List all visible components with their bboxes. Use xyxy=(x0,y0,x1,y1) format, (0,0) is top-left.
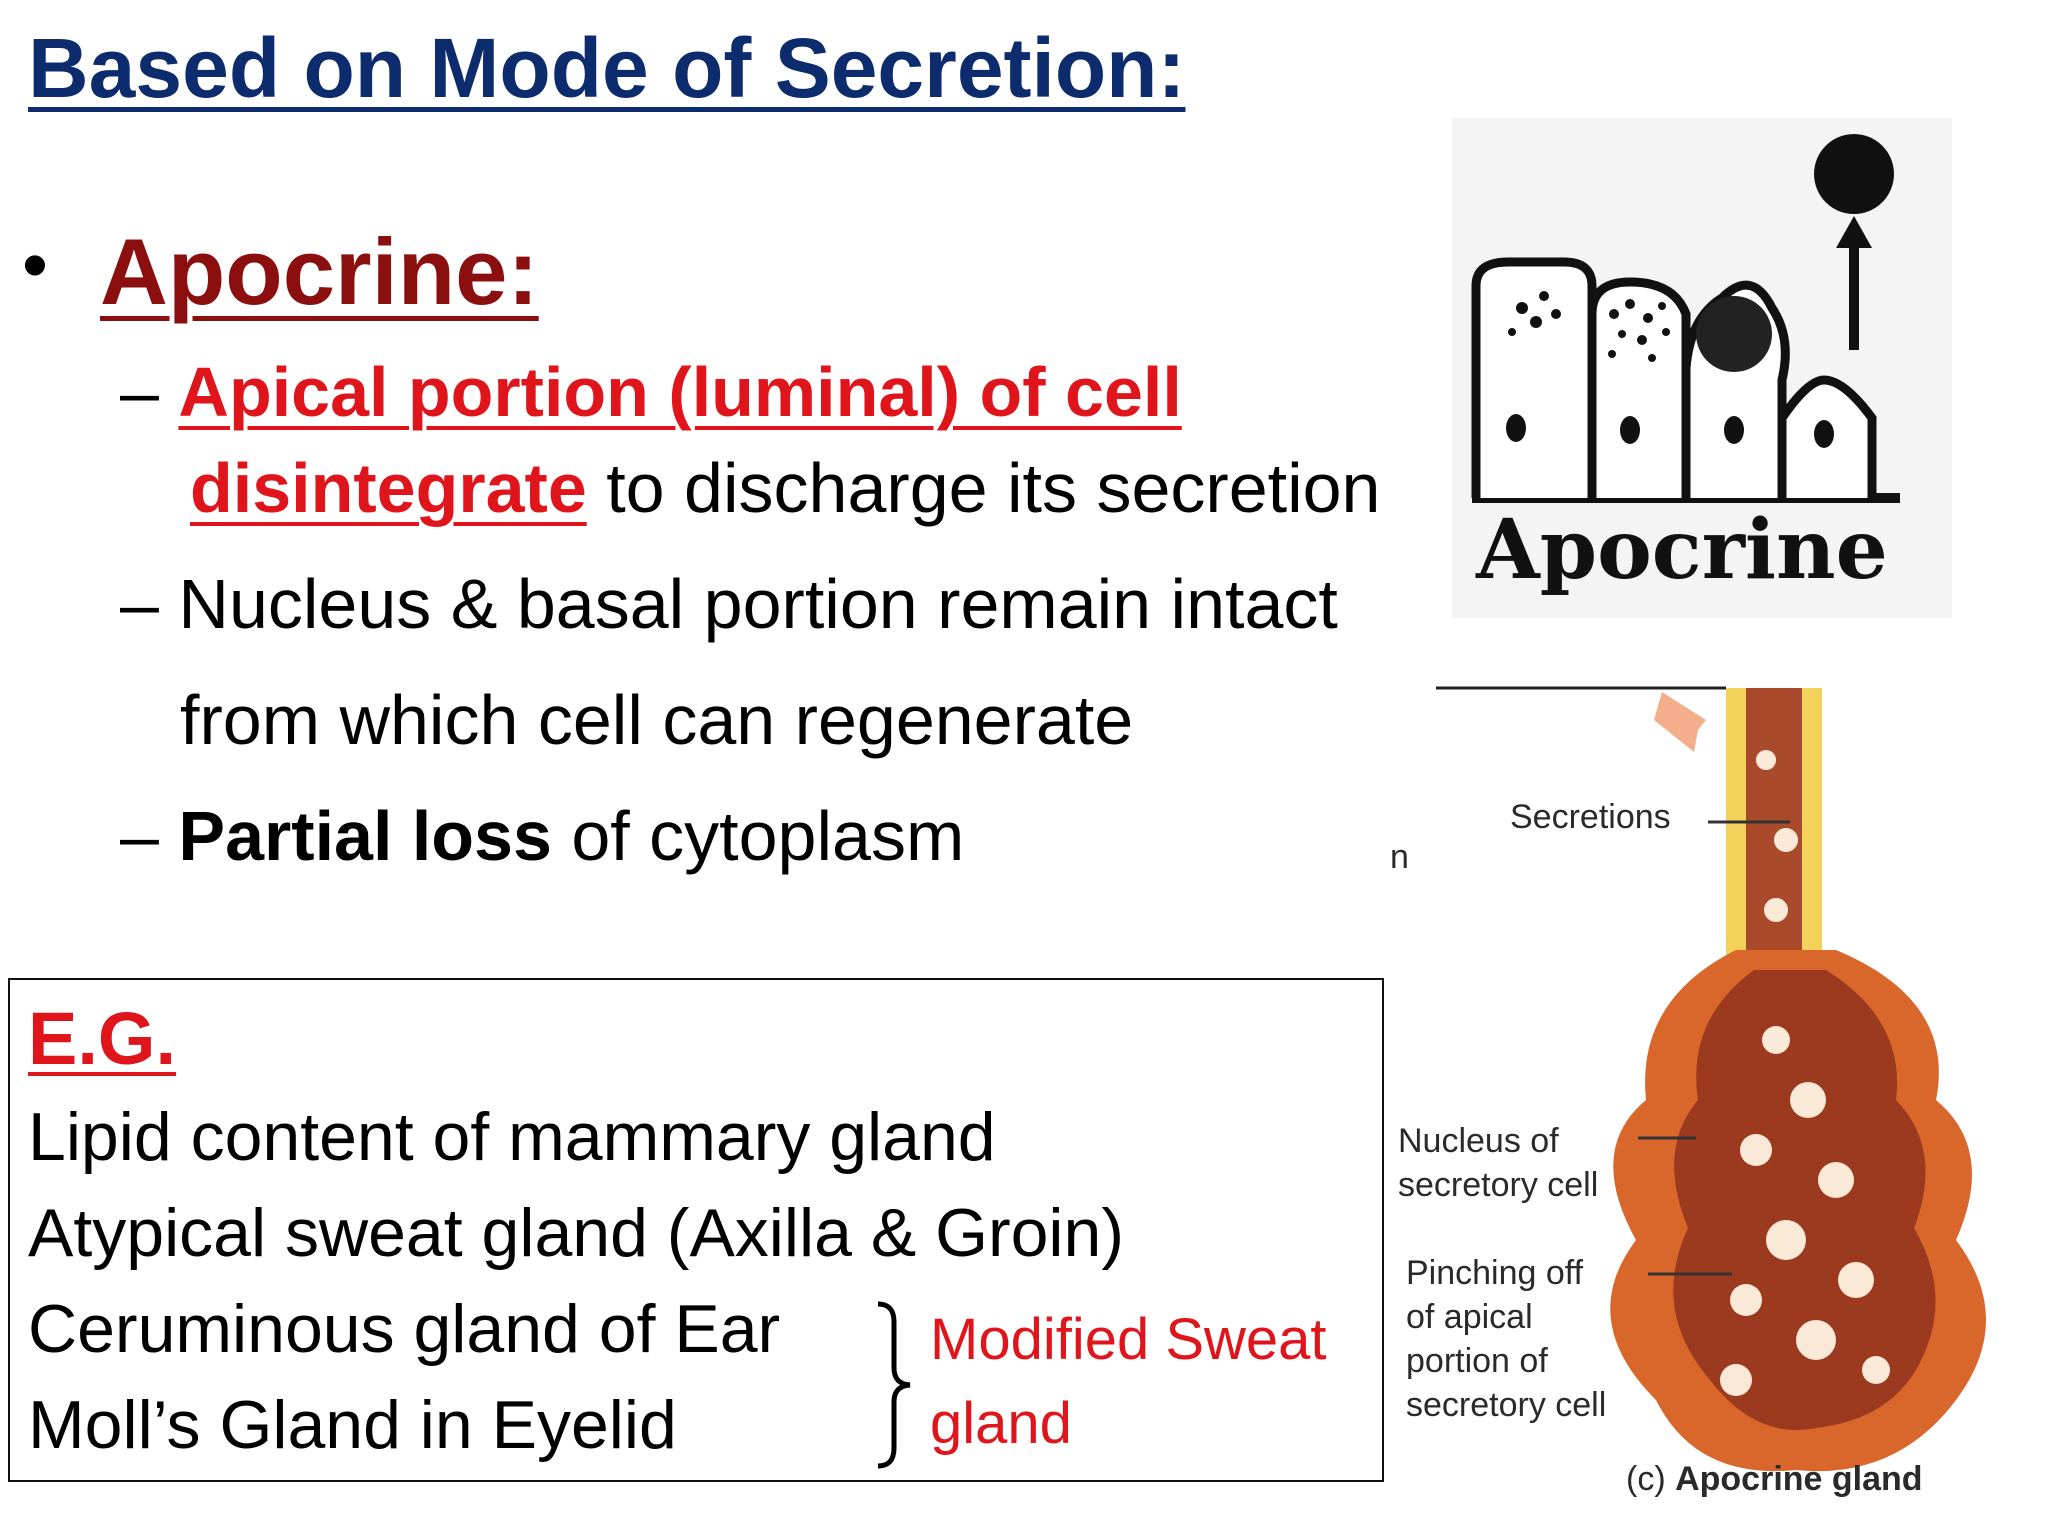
point-3-bold: Partial loss xyxy=(178,797,552,875)
pinching-label-2: of apical xyxy=(1406,1298,1533,1336)
nucleus-label-1: Nucleus of xyxy=(1398,1122,1559,1160)
apocrine-heading: Apocrine: xyxy=(100,219,539,324)
caption-text: Apocrine gland xyxy=(1675,1460,1923,1498)
example-item-2: Atypical sweat gland (Axilla & Groin) xyxy=(28,1195,1125,1271)
secretions-label: Secretions xyxy=(1510,798,1671,836)
examples-box xyxy=(8,978,1384,1482)
apocrine-cell-diagram: Apocrine xyxy=(1452,118,1952,618)
cell-2 xyxy=(1587,277,1691,498)
example-item-4: Moll’s Gland in Eyelid xyxy=(28,1387,677,1463)
page-title: Based on Mode of Secretion: xyxy=(28,21,1186,115)
apocrine-gland-illustration xyxy=(1436,686,1986,1472)
pinching-label-3: portion of xyxy=(1406,1342,1548,1380)
dash-1: – xyxy=(120,353,159,431)
point-3-rest: of cytoplasm xyxy=(551,797,965,875)
cell-1 xyxy=(1471,257,1597,498)
figure-caption: (c) Apocrine gland xyxy=(1626,1460,1923,1499)
point-2-continuation: from which cell can regenerate xyxy=(180,681,1134,759)
point-3-line: – Partial loss of cytoplasm xyxy=(120,796,964,876)
example-item-1: Lipid content of mammary gland xyxy=(28,1099,996,1175)
point-1-line-1: – Apical portion (luminal) of cell xyxy=(120,352,1182,432)
stray-letter: n xyxy=(1390,838,1409,876)
point-1-rest: to discharge its secretion xyxy=(586,449,1381,527)
point-1-red-word: disintegrate xyxy=(190,449,587,527)
curly-brace xyxy=(877,1301,911,1469)
modified-sweat-label: Modified Sweat xyxy=(930,1307,1327,1372)
pinching-label-4: secretory cell xyxy=(1406,1386,1607,1424)
gland-label: gland xyxy=(930,1391,1072,1456)
bullet-dot: • xyxy=(22,223,48,306)
examples-title: E.G. xyxy=(28,997,177,1080)
secretion-droplet xyxy=(1814,134,1894,214)
caption-prefix: (c) xyxy=(1626,1460,1676,1498)
point-1-red-text: Apical portion (luminal) of cell xyxy=(178,353,1182,431)
dash-3: – xyxy=(120,797,159,875)
point-2-text: Nucleus & basal portion remain intact xyxy=(178,565,1338,643)
pinching-label-1: Pinching off xyxy=(1406,1254,1584,1292)
dash-2: – xyxy=(120,565,159,643)
example-item-3: Ceruminous gland of Ear xyxy=(28,1291,781,1367)
point-2-line-1: – Nucleus & basal portion remain intact xyxy=(120,564,1338,644)
apocrine-diagram-label: Apocrine xyxy=(1475,502,1888,598)
nucleus-label-2: secretory cell xyxy=(1398,1166,1599,1204)
point-1-line-2: disintegrate to discharge its secretion xyxy=(190,448,1381,528)
